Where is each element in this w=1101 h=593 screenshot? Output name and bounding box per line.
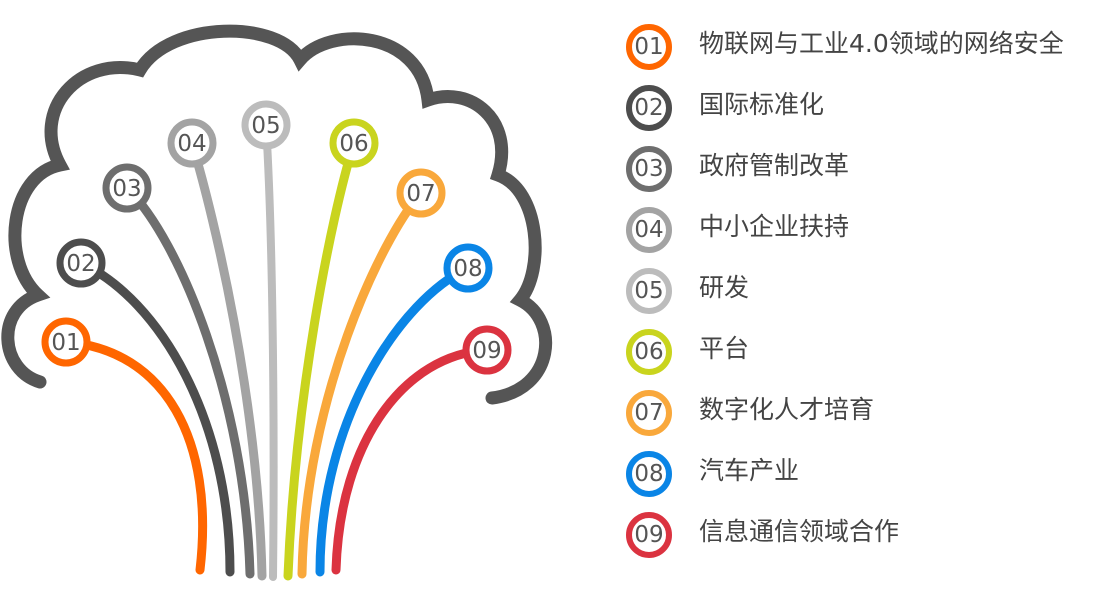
legend-item-07: 07 数字化人才培育 [626,390,1096,446]
tree-node-ring-08 [443,243,493,293]
tree-node-01: 01 [41,317,91,367]
legend-label-07: 数字化人才培育 [699,395,875,424]
tree-node-07: 07 [396,168,446,218]
legend-badge-04: 04 [626,207,672,253]
tree-node-06: 06 [329,118,379,168]
legend-label-03: 政府管制改革 [699,151,850,180]
legend-label-05: 研发 [699,273,750,302]
branch-07 [297,188,426,579]
tree-node-03: 03 [102,163,152,213]
legend-badge-06: 06 [626,329,672,375]
tree-node-number-08: 08 [453,256,482,282]
legend-label-01: 物联网与工业4.0领域的网络安全 [699,29,1064,58]
tree-node-05: 05 [241,100,291,150]
legend-label-02: 国际标准化 [699,90,825,119]
legend-badge-09: 09 [626,512,672,558]
legend-item-05: 05 研发 [626,268,1096,324]
cloud-outline [1,24,553,405]
branch-08 [315,263,473,577]
legend-badge-03: 03 [626,146,672,192]
branch-03 [122,183,255,579]
tree-node-ring-01 [41,317,91,367]
legend-item-04: 04 中小企业扶持 [626,207,1096,263]
tree-node-09: 09 [462,325,512,375]
nodes-group: 01 02 03 04 05 06 07 08 09 [41,100,512,375]
legend-label-06: 平台 [699,334,750,363]
legend-badge-08: 08 [626,451,672,497]
tree-node-ring-04 [167,118,217,168]
legend-badge-07: 07 [626,390,672,436]
tree-node-ring-03 [102,163,152,213]
tree-node-number-02: 02 [66,251,95,277]
legend-item-01: 01 物联网与工业4.0领域的网络安全 [626,24,1096,80]
tree-node-number-05: 05 [251,113,280,139]
legend-item-03: 03 政府管制改革 [626,146,1096,202]
branch-02 [76,258,235,577]
tree-node-ring-02 [56,238,106,288]
legend-item-06: 06 平台 [626,329,1096,385]
tree-node-number-07: 07 [406,181,435,207]
tree-node-ring-06 [329,118,379,168]
legend-item-08: 08 汽车产业 [626,451,1096,507]
branch-09 [331,345,492,575]
tree-node-ring-07 [396,168,446,218]
legend-label-09: 信息通信领域合作 [699,517,900,546]
branch-05 [262,121,278,581]
legend-item-09: 09 信息通信领域合作 [626,512,1096,568]
tree-node-02: 02 [56,238,106,288]
branches-group [61,121,492,581]
branch-01 [61,337,208,575]
legend-label-04: 中小企业扶持 [699,212,850,241]
legend-label-08: 汽车产业 [699,456,800,485]
branch-06 [283,138,359,581]
tree-node-number-04: 04 [177,131,206,157]
tree-node-ring-05 [241,100,291,150]
tree-node-04: 04 [167,118,217,168]
legend-badge-01: 01 [626,24,672,70]
tree-node-number-06: 06 [339,131,368,157]
tree-node-number-09: 09 [472,338,501,364]
legend-badge-05: 05 [626,268,672,314]
branch-04 [187,138,267,581]
tree-node-ring-09 [462,325,512,375]
tree-node-08: 08 [443,243,493,293]
legend-item-02: 02 国际标准化 [626,85,1096,141]
tree-node-number-03: 03 [112,176,141,202]
legend-badge-02: 02 [626,85,672,131]
tree-node-number-01: 01 [51,330,80,356]
